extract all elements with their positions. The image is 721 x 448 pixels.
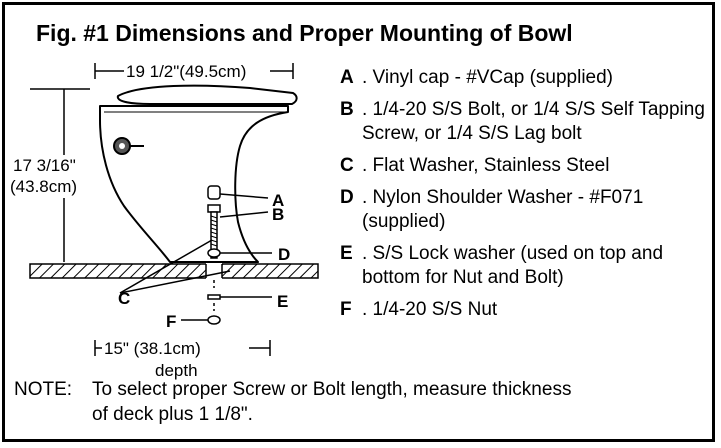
part-letter: A bbox=[340, 67, 354, 88]
width-dimension-line bbox=[94, 63, 294, 79]
part-item-c: C . Flat Washer, Stainless Steel bbox=[340, 154, 710, 178]
bolt bbox=[210, 211, 218, 259]
vinyl-cap bbox=[207, 185, 221, 200]
note-line-1: NOTE: To select proper Screw or Bolt leng… bbox=[14, 377, 714, 402]
leader-lines bbox=[119, 193, 272, 321]
lock-washer bbox=[207, 294, 221, 300]
figure-title: Fig. #1 Dimensions and Proper Mounting o… bbox=[36, 20, 573, 46]
part-item-b: B . 1/4-20 S/S Bolt, or 1/4 S/S Self Tapp… bbox=[340, 98, 710, 146]
height-dimension-inches: 17 3/16" bbox=[13, 156, 76, 175]
nut bbox=[207, 315, 221, 325]
depth-dimension-value: 15" (38.1cm) bbox=[104, 339, 201, 358]
shoulder-washer bbox=[207, 248, 221, 258]
part-letter: F bbox=[340, 299, 352, 320]
note-label: NOTE: bbox=[14, 379, 73, 400]
part-description: . Nylon Shoulder Washer - #F071 (supplie… bbox=[362, 187, 644, 232]
callout-b: B bbox=[272, 205, 285, 224]
height-dimension-cm: (43.8cm) bbox=[10, 177, 78, 196]
part-description: . 1/4-20 S/S Bolt, or 1/4 S/S Self Tappi… bbox=[362, 99, 705, 144]
callout-f: F bbox=[166, 312, 177, 331]
part-letter: C bbox=[340, 155, 354, 176]
part-letter: D bbox=[340, 187, 354, 208]
part-letter: E bbox=[340, 243, 353, 264]
deck bbox=[29, 262, 319, 280]
part-description: . Flat Washer, Stainless Steel bbox=[362, 155, 610, 176]
callout-c: C bbox=[118, 289, 131, 308]
part-item-a: A . Vinyl cap - #VCap (supplied) bbox=[340, 66, 710, 90]
callout-e: E bbox=[277, 292, 289, 311]
toilet-bowl bbox=[99, 84, 298, 263]
mounting-hardware bbox=[207, 185, 221, 325]
note: NOTE: To select proper Screw or Bolt leng… bbox=[14, 377, 714, 427]
part-description: . Vinyl cap - #VCap (supplied) bbox=[362, 67, 613, 88]
width-dimension-label: 19 1/2"(49.5cm) bbox=[126, 62, 247, 81]
figure-frame bbox=[2, 2, 715, 442]
part-item-e: E . S/S Lock washer (used on top and bott… bbox=[340, 242, 710, 290]
depth-dimension-label: depth bbox=[155, 361, 198, 380]
note-text-1: To select proper Screw or Bolt length, m… bbox=[92, 379, 572, 400]
part-item-d: D . Nylon Shoulder Washer - #F071 (suppli… bbox=[340, 186, 710, 234]
part-item-f: F . 1/4-20 S/S Nut bbox=[340, 298, 710, 322]
part-letter: B bbox=[340, 99, 354, 120]
note-text-2: of deck plus 1 1/8". bbox=[92, 404, 253, 425]
depth-dimension-line bbox=[94, 340, 271, 356]
parts-list: A . Vinyl cap - #VCap (supplied) B . 1/4-2… bbox=[340, 66, 710, 330]
part-description: . S/S Lock washer (used on top and botto… bbox=[362, 243, 664, 288]
part-description: . 1/4-20 S/S Nut bbox=[362, 299, 498, 320]
callout-d: D bbox=[278, 245, 291, 264]
height-dimension-line bbox=[30, 88, 90, 262]
callout-a: A bbox=[272, 191, 285, 210]
flat-washer bbox=[207, 204, 221, 213]
